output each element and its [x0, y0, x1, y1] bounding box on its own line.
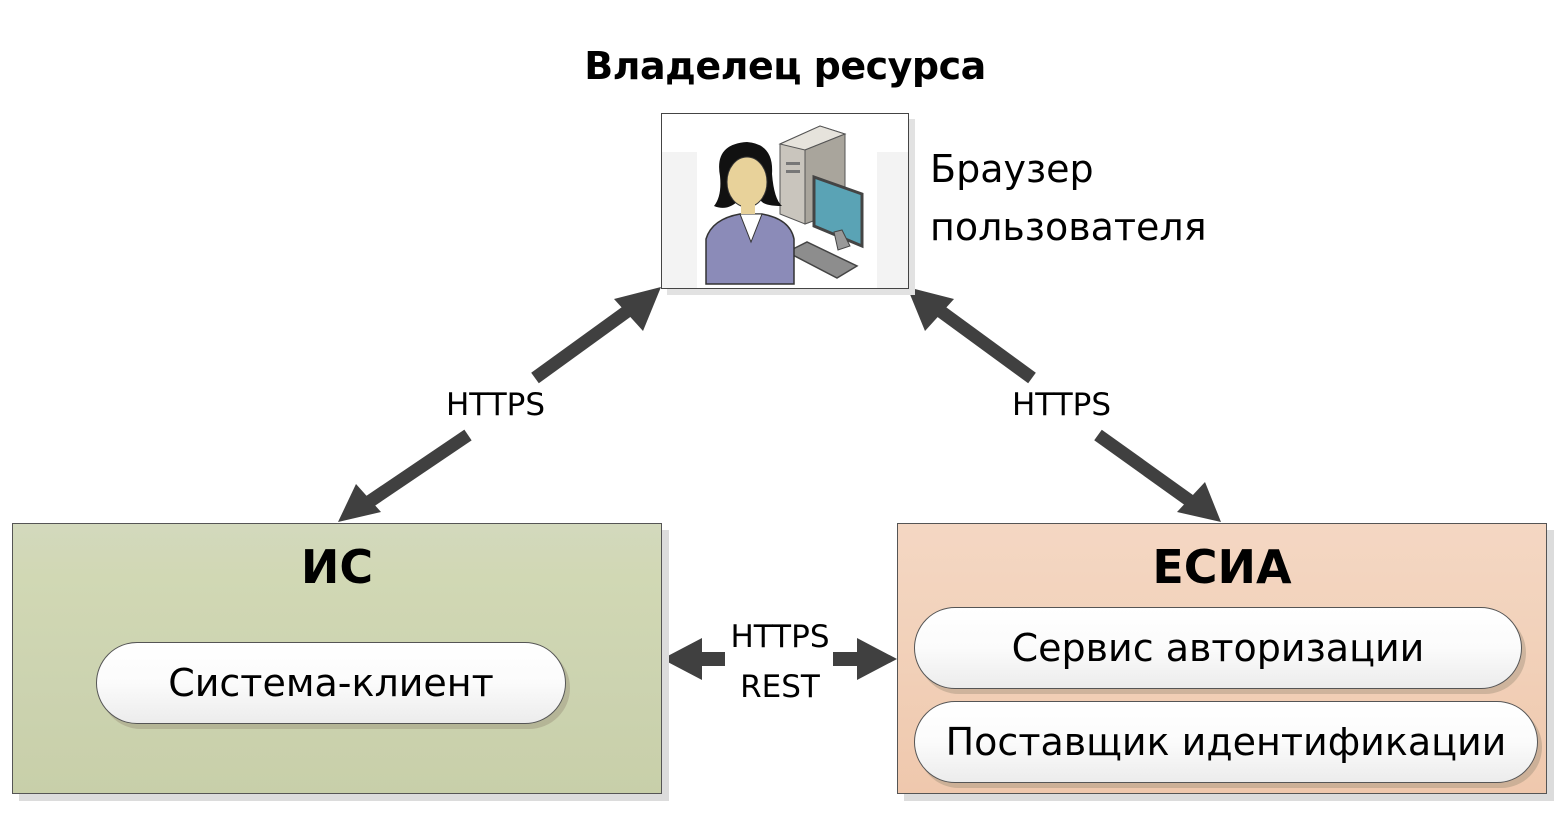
- is-title: ИС: [300, 540, 374, 594]
- resource-owner-title: Владелец ресурса: [584, 44, 986, 88]
- authorization-service-component: Сервис авторизации: [914, 607, 1522, 689]
- esia-title: ЕСИА: [1152, 540, 1292, 594]
- client-system-component: Система-клиент: [96, 642, 566, 724]
- client-system-label: Система-клиент: [168, 661, 494, 705]
- arrow-right-bottom-head: [1177, 482, 1221, 522]
- is-node: ИС Система-клиент: [12, 523, 662, 794]
- arrow-left-top-shaft: [531, 296, 644, 384]
- connection-label-middle: HTTPS REST: [700, 612, 860, 712]
- user-with-computer-icon: [705, 125, 864, 285]
- middle-label-line2: REST: [740, 669, 820, 705]
- arrow-right-bottom-shaft: [1094, 429, 1204, 514]
- identity-provider-component: Поставщик идентификации: [914, 701, 1538, 783]
- authorization-service-label: Сервис авторизации: [1011, 626, 1425, 670]
- arrow-left-top-head: [614, 287, 661, 331]
- arrow-mid-right-head: [857, 638, 897, 680]
- arrow-left-bottom-head: [338, 484, 381, 522]
- connection-label-right: HTTPS: [1012, 387, 1112, 423]
- browser-label-line2: пользователя: [930, 205, 1207, 249]
- identity-provider-label: Поставщик идентификации: [945, 720, 1507, 764]
- arrow-right-top-shaft: [924, 296, 1036, 384]
- arrow-left-bottom-shaft: [356, 429, 472, 514]
- middle-label-line1: HTTPS: [730, 619, 830, 655]
- arrow-mid-left-head: [662, 638, 702, 680]
- user-browser-label: Браузер пользователя: [930, 140, 1207, 256]
- user-browser-node: [661, 113, 909, 289]
- connection-label-left: HTTPS: [446, 387, 546, 423]
- arrow-right-top-head: [907, 287, 954, 331]
- esia-node: ЕСИА Сервис авторизации Поставщик иденти…: [897, 523, 1547, 794]
- browser-label-line1: Браузер: [930, 147, 1094, 191]
